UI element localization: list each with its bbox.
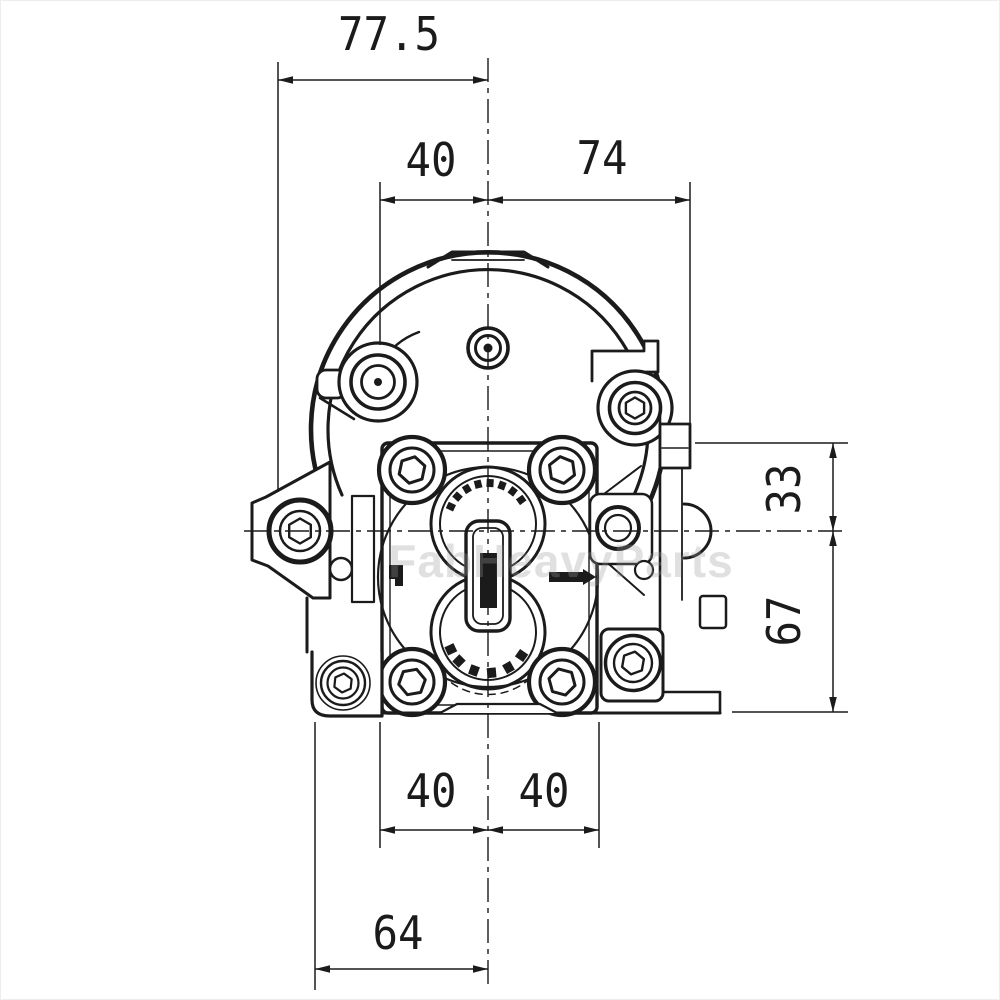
dim-label-bottom-total: 64	[372, 906, 424, 960]
dimension-arrowheads	[278, 76, 837, 973]
dim-label-right-upper: 33	[757, 463, 811, 515]
outlet-arrow	[549, 569, 596, 585]
bottom-right-boss	[599, 627, 665, 703]
watermark-text: FabHeavyParts	[388, 535, 734, 587]
dim-label-right-lower: 67	[757, 595, 811, 647]
left-section-plate	[350, 494, 376, 604]
hex-bolt	[376, 434, 448, 506]
dim-label-top-total: 77.5	[338, 7, 440, 61]
bottom-edge	[380, 690, 722, 715]
dim-label-top-right-pitch: 74	[576, 131, 628, 185]
pump-body	[250, 250, 728, 718]
flange-bolts	[376, 434, 598, 718]
bottom-left-boss	[310, 650, 384, 718]
dim-label-top-left-pitch: 40	[405, 133, 457, 187]
hex-bolt	[526, 646, 598, 718]
right-tab	[658, 422, 692, 470]
left-ear-lug	[315, 330, 421, 423]
right-lower-tab	[698, 594, 728, 630]
cast-text-marks	[444, 478, 529, 679]
right-ear-lug	[590, 339, 674, 447]
hex-bolt	[376, 646, 448, 718]
inlet-mark	[389, 565, 403, 586]
dim-label-bottom-left-pitch: 40	[405, 764, 457, 818]
hex-bolt	[526, 434, 598, 506]
dim-label-bottom-right-pitch: 40	[518, 764, 570, 818]
left-port-boss	[250, 460, 354, 654]
dimension-lines	[277, 62, 848, 990]
centerlines	[244, 58, 848, 990]
right-side-boss	[588, 413, 728, 690]
flow-marks	[389, 565, 596, 586]
